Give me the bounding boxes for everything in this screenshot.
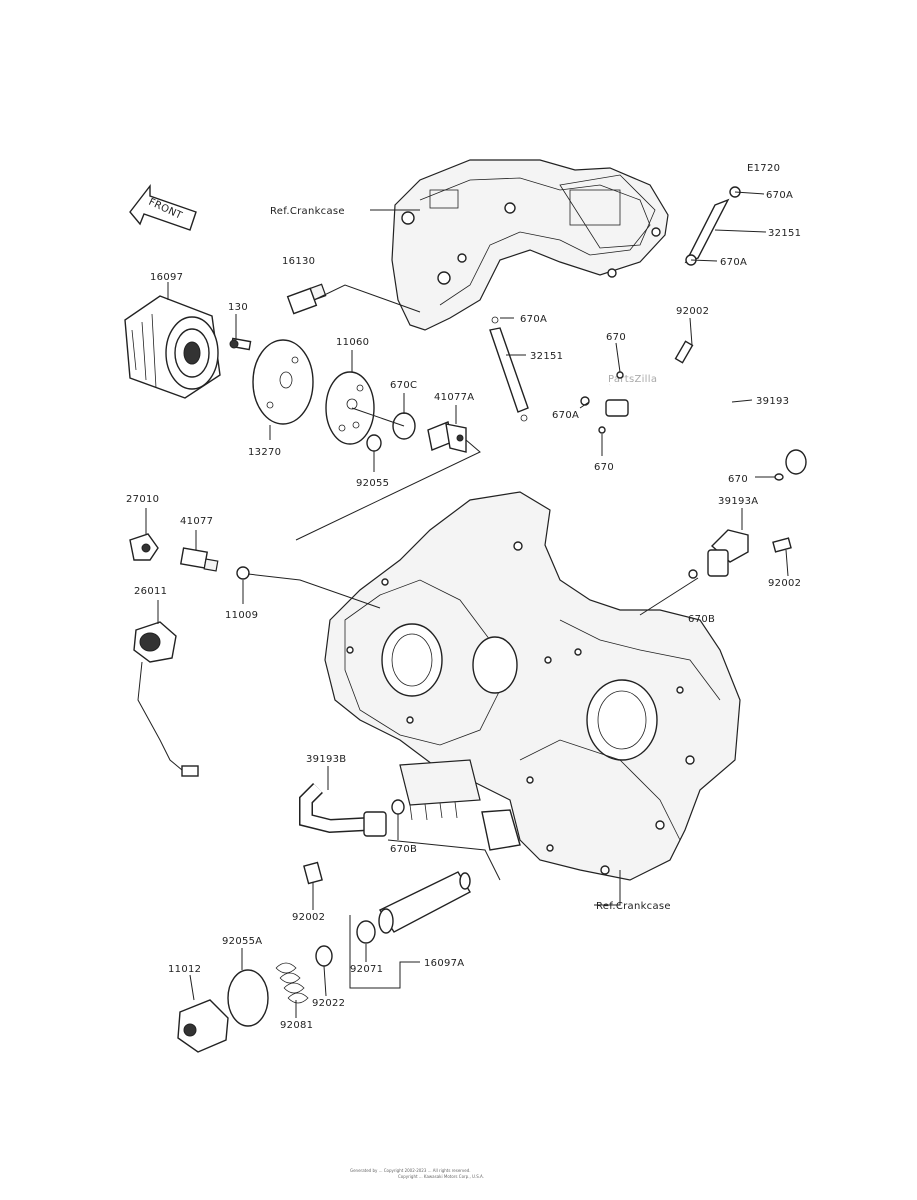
- label-92002: 92002: [292, 912, 325, 923]
- label-26011: 26011: [134, 586, 167, 597]
- filter-16097A: [356, 871, 471, 944]
- label-32151: 32151: [768, 228, 801, 239]
- label-13270: 13270: [248, 447, 281, 458]
- page-code: E1720: [747, 163, 780, 174]
- o-ring-92055A: [227, 969, 269, 1027]
- label-92022: 92022: [312, 998, 345, 1009]
- label-670A: 670A: [766, 190, 793, 201]
- label-670: 670: [606, 332, 626, 343]
- spring-92081: [275, 962, 309, 1004]
- o-ring-670-upper: [616, 371, 624, 379]
- plug-11012: [177, 999, 229, 1053]
- label-92081: 92081: [280, 1020, 313, 1031]
- leader-lines: [145, 191, 789, 1018]
- label-670C: 670C: [390, 380, 417, 391]
- front-arrow-icon: FRONT: [129, 183, 197, 231]
- label-39193B: 39193B: [306, 754, 346, 765]
- label-39193A: 39193A: [718, 496, 758, 507]
- bolt-130: [229, 337, 252, 351]
- label-92055: 92055: [356, 478, 389, 489]
- pipe-39193: PartsZilla: [605, 340, 807, 475]
- label-670: 670: [594, 462, 614, 473]
- label-16097: 16097: [150, 272, 183, 283]
- pipe-32151-lower: [489, 316, 529, 422]
- label-670A: 670A: [520, 314, 547, 325]
- label-27010: 27010: [126, 494, 159, 505]
- gasket-11060: [325, 371, 375, 445]
- washer-92022: [315, 945, 333, 967]
- o-ring-670-left: [598, 426, 606, 434]
- seal-92071: [356, 920, 376, 944]
- label-670: 670: [728, 474, 748, 485]
- label-41077: 41077: [180, 516, 213, 527]
- pipe-32151-upper: [684, 186, 741, 266]
- label-11012: 11012: [168, 964, 201, 975]
- plate-13270: [252, 339, 314, 425]
- label-ref-crankcase-bottom: Ref.Crankcase: [596, 901, 671, 912]
- label-670A: 670A: [720, 257, 747, 268]
- label-16097A: 16097A: [424, 958, 464, 969]
- pipe-39193A: [707, 529, 792, 577]
- label-670A: 670A: [552, 410, 579, 421]
- label-92002: 92002: [676, 306, 709, 317]
- label-130: 130: [228, 302, 248, 313]
- upper-crankcase-drawing: [391, 159, 669, 331]
- label-92071: 92071: [350, 964, 383, 975]
- o-ring-670B-lower: [391, 799, 405, 815]
- label-16130: 16130: [282, 256, 315, 267]
- o-ring-92055: [366, 434, 382, 452]
- footer-line-1: Generated by ... Copyright 2002-2023 ...…: [350, 1168, 471, 1173]
- label-32151: 32151: [530, 351, 563, 362]
- o-ring-670A-lower: [580, 396, 590, 406]
- label-41077A: 41077A: [434, 392, 474, 403]
- label-ref-crankcase-top: Ref.Crankcase: [270, 206, 345, 217]
- label-92002: 92002: [768, 578, 801, 589]
- o-ring-670-right: [774, 473, 784, 481]
- label-39193: 39193: [756, 396, 789, 407]
- footer-line-2: Copyright ... Kawasaki Motors Corp., U.S…: [398, 1174, 484, 1179]
- washer-11009: [236, 566, 250, 580]
- label-11009: 11009: [225, 610, 258, 621]
- part-41077: [179, 547, 219, 572]
- watermark: PartsZilla: [608, 374, 657, 385]
- label-92055A: 92055A: [222, 936, 262, 947]
- sensor-26011: [133, 621, 199, 777]
- pipe-39193B: [299, 783, 387, 837]
- bolt-92002-lower: [303, 861, 323, 885]
- part-16130: [286, 283, 327, 315]
- o-ring-670B-upper: [688, 569, 698, 579]
- label-670B: 670B: [390, 844, 417, 855]
- part-labels: Ref.Crankcase 670A 32151 670A 16130 670A…: [126, 190, 801, 1031]
- label-670B: 670B: [688, 614, 715, 625]
- oil-filter-16097: [124, 295, 221, 399]
- lower-crankcase-drawing: [324, 491, 741, 881]
- switch-27010: [129, 533, 159, 561]
- label-11060: 11060: [336, 337, 369, 348]
- part-41077A: [427, 421, 467, 453]
